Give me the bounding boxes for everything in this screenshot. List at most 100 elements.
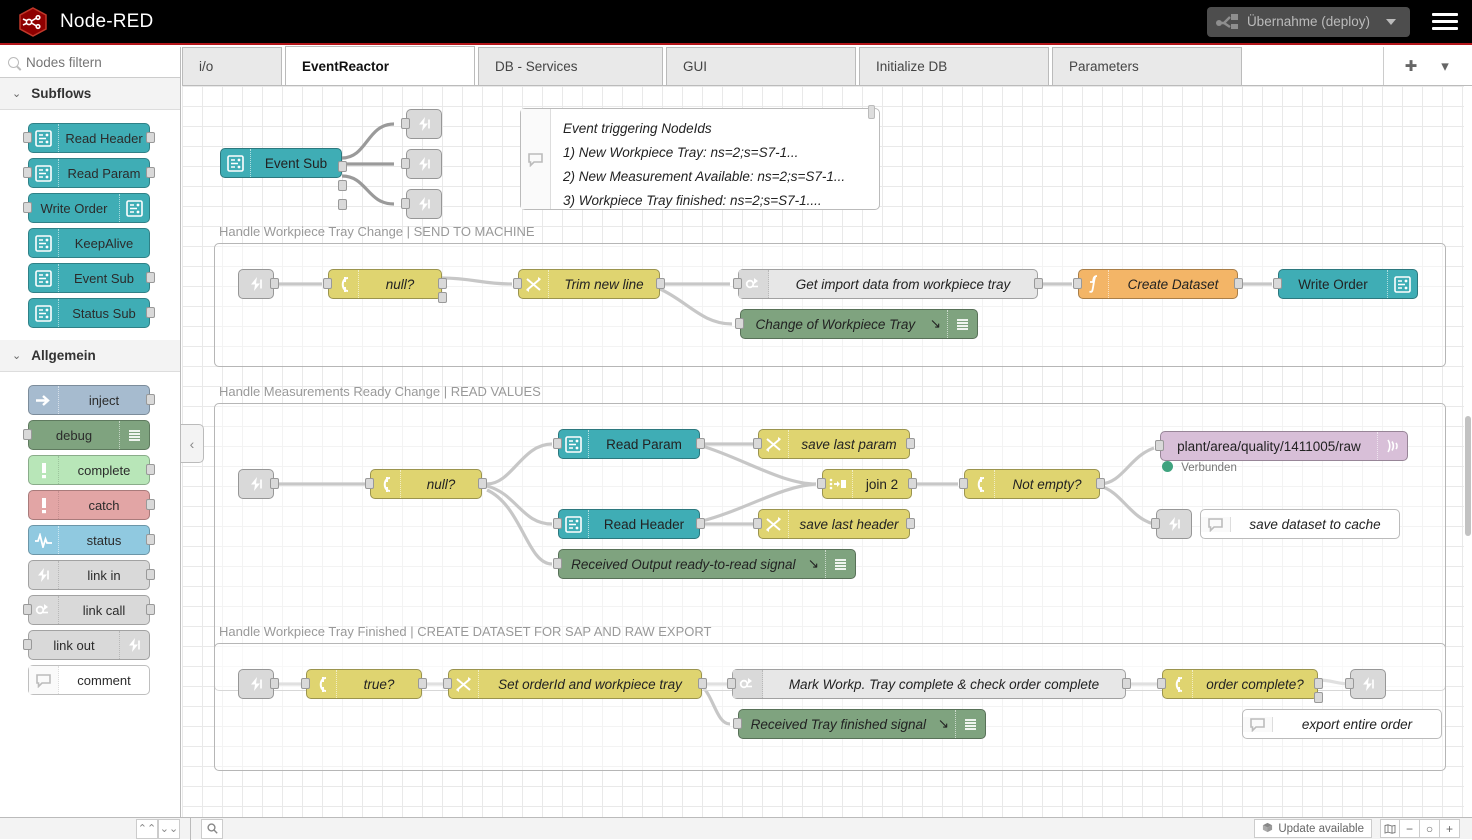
palette-node-link-in[interactable]: link in (28, 560, 150, 590)
node-output-port[interactable] (270, 478, 279, 489)
node-input-port[interactable] (733, 718, 742, 729)
flow-node-link-out-3[interactable] (406, 189, 442, 219)
node-output-port[interactable] (146, 534, 155, 545)
node-output-port[interactable] (656, 278, 665, 289)
node-output-port-3[interactable] (338, 199, 347, 210)
palette-collapse-button[interactable]: ‹ (181, 424, 204, 463)
node-input-port[interactable] (727, 678, 736, 689)
node-input-port[interactable] (323, 278, 332, 289)
tab-initialize-db[interactable]: Initialize DB (859, 47, 1049, 85)
deploy-button[interactable]: Übernahme (deploy) (1207, 7, 1410, 37)
flow-node-link-in-g1[interactable] (238, 269, 274, 299)
flow-node-link-out-1[interactable] (406, 109, 442, 139)
flow-node-join-2[interactable]: join 2 (822, 469, 912, 499)
palette-node-complete[interactable]: complete (28, 455, 150, 485)
node-output-port[interactable] (696, 518, 705, 529)
tab-io[interactable]: i/o (182, 47, 282, 85)
chevrons-up-icon[interactable]: ⌃⌃ (136, 819, 158, 839)
flow-node-comment-save-dataset[interactable]: save dataset to cache (1200, 509, 1400, 539)
node-output-port-2[interactable] (338, 180, 347, 191)
node-input-port[interactable] (553, 558, 562, 569)
node-output-port-1[interactable] (1314, 678, 1323, 689)
flow-node-comment-export-order[interactable]: export entire order (1242, 709, 1442, 739)
node-input-port[interactable] (1273, 278, 1282, 289)
palette-node-inject[interactable]: inject (28, 385, 150, 415)
node-input-port[interactable] (817, 478, 826, 489)
node-input-port[interactable] (1151, 518, 1160, 529)
node-output-port-1[interactable] (338, 161, 347, 172)
node-output-port[interactable] (146, 167, 155, 178)
palette-category-allgemein[interactable]: ⌄ Allgemein (0, 340, 180, 372)
flow-node-comment-event-ids[interactable]: Event triggering NodeIds 1) New Workpiec… (520, 108, 880, 210)
flow-node-link-out-g2[interactable] (1156, 509, 1192, 539)
tab-parameters[interactable]: Parameters (1052, 47, 1242, 85)
hamburger-menu-icon[interactable] (1432, 9, 1458, 34)
node-input-port[interactable] (23, 167, 32, 178)
palette-node-status-sub[interactable]: Status Sub (28, 298, 150, 328)
node-output-port-2[interactable] (1314, 692, 1323, 703)
node-output-port[interactable] (146, 499, 155, 510)
node-output-port[interactable] (1234, 278, 1243, 289)
node-input-port[interactable] (1345, 678, 1354, 689)
flow-node-order-complete[interactable]: order complete? (1162, 669, 1318, 699)
node-output-port[interactable] (146, 569, 155, 580)
flow-node-debug-change-workpiece-tray[interactable]: Change of Workpiece Tray ↘ (740, 309, 978, 339)
scrollbar-thumb[interactable] (1465, 416, 1471, 536)
node-input-port[interactable] (401, 118, 410, 129)
node-input-port[interactable] (553, 438, 562, 449)
tab-list-chevron-down-icon[interactable]: ▾ (1428, 57, 1462, 75)
flow-node-set-orderid[interactable]: Set orderId and workpiece tray (448, 669, 702, 699)
navigator-map-icon[interactable] (1380, 819, 1400, 838)
node-input-port[interactable] (1157, 678, 1166, 689)
search-input[interactable] (26, 55, 166, 70)
node-output-port-2[interactable] (438, 292, 447, 303)
flow-node-link-in-g2[interactable] (238, 469, 274, 499)
flow-node-switch-null-g2[interactable]: null? (370, 469, 482, 499)
node-output-port[interactable] (1034, 278, 1043, 289)
palette-node-catch[interactable]: catch (28, 490, 150, 520)
flow-node-create-dataset[interactable]: Create Dataset (1078, 269, 1238, 299)
flow-node-debug-tray-finished[interactable]: Received Tray finished signal ↘ (738, 709, 986, 739)
palette-node-read-header[interactable]: Read Header (28, 123, 150, 153)
flow-node-link-out-g3[interactable] (1350, 669, 1386, 699)
palette-node-keepalive[interactable]: KeepAlive (28, 228, 150, 258)
node-input-port[interactable] (401, 198, 410, 209)
node-output-port[interactable] (146, 394, 155, 405)
node-output-port[interactable] (908, 478, 917, 489)
canvas-search-icon[interactable] (201, 819, 223, 839)
palette-node-read-param[interactable]: Read Param (28, 158, 150, 188)
canvas-vertical-scrollbar[interactable] (1464, 86, 1472, 817)
node-input-port[interactable] (443, 678, 452, 689)
node-output-port[interactable] (418, 678, 427, 689)
flow-node-switch-null-g1[interactable]: null? (328, 269, 442, 299)
flow-node-trim-new-line[interactable]: Trim new line (518, 269, 660, 299)
zoom-reset-button[interactable]: ○ (1420, 819, 1440, 838)
node-input-port[interactable] (301, 678, 310, 689)
node-output-port[interactable] (1122, 678, 1131, 689)
node-output-port[interactable] (906, 518, 915, 529)
flow-node-mark-workp-tray-complete[interactable]: Mark Workp. Tray complete & check order … (732, 669, 1126, 699)
node-output-port[interactable] (478, 478, 487, 489)
palette-node-event-sub[interactable]: Event Sub (28, 263, 150, 293)
palette-category-subflows[interactable]: ⌄ Subflows (0, 78, 180, 110)
add-tab-button[interactable]: ✚ (1394, 57, 1428, 75)
zoom-out-button[interactable]: − (1400, 819, 1420, 838)
flow-group-workpiece-tray-change[interactable]: Handle Workpiece Tray Change | SEND TO M… (214, 243, 1446, 367)
node-input-port[interactable] (959, 478, 968, 489)
palette-node-status[interactable]: status (28, 525, 150, 555)
flow-canvas[interactable]: Event Sub Event triggering NodeIds 1) Ne… (182, 86, 1464, 817)
flow-node-save-last-param[interactable]: save last param (758, 429, 910, 459)
palette-node-debug[interactable]: debug (28, 420, 150, 450)
tab-gui[interactable]: GUI (666, 47, 856, 85)
flow-node-not-empty[interactable]: Not empty? (964, 469, 1100, 499)
flow-node-get-import-data[interactable]: Get import data from workpiece tray (738, 269, 1038, 299)
node-output-port[interactable] (906, 438, 915, 449)
node-output-port[interactable] (146, 307, 155, 318)
node-input-port[interactable] (23, 132, 32, 143)
palette-node-link-call[interactable]: link call (28, 595, 150, 625)
node-input-port[interactable] (23, 429, 32, 440)
flow-group-tray-finished[interactable]: Handle Workpiece Tray Finished | CREATE … (214, 643, 1446, 771)
flow-node-link-in-g3[interactable] (238, 669, 274, 699)
zoom-in-button[interactable]: + (1440, 819, 1460, 838)
node-output-port[interactable] (146, 464, 155, 475)
